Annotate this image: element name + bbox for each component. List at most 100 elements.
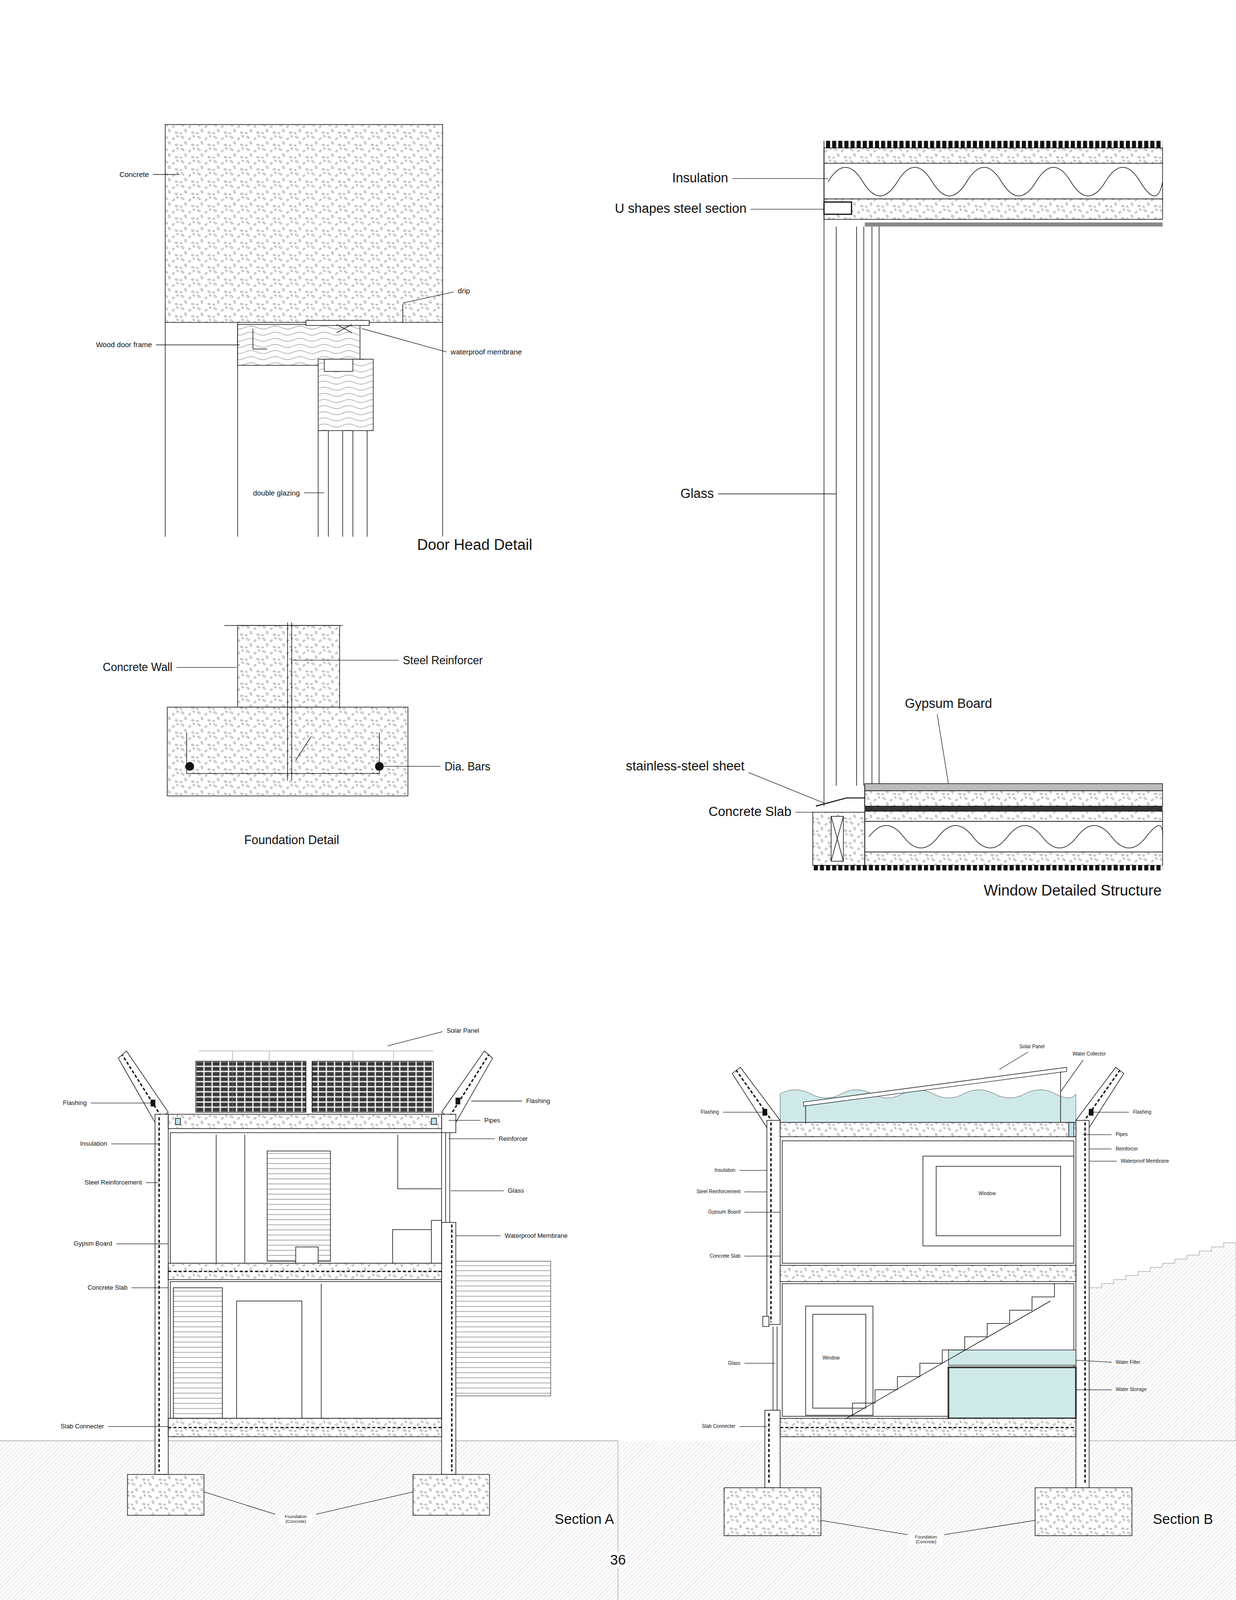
leader-lines-part bbox=[821, 1520, 908, 1535]
part-label: Dia. Bars bbox=[443, 759, 492, 773]
door-head-drawing-part bbox=[324, 359, 353, 372]
part-label: Water Collector bbox=[1071, 1050, 1108, 1057]
part-label: Gypsum Board bbox=[707, 1209, 742, 1216]
window-detail-drawing bbox=[812, 140, 1163, 871]
part-label: Flashing bbox=[525, 1096, 552, 1105]
section-b-drawing-part bbox=[780, 1265, 1077, 1282]
part-label: Flashing bbox=[62, 1099, 88, 1107]
section-a-drawing-part bbox=[320, 1283, 322, 1419]
drawing-title: 36 bbox=[609, 1551, 627, 1568]
leader-lines-part bbox=[156, 344, 240, 346]
leader-lines-part bbox=[1082, 1134, 1112, 1135]
leader-lines-part bbox=[362, 328, 447, 352]
part-label: waterproof membrane bbox=[449, 347, 523, 356]
part-label: Steel Reinforcement bbox=[83, 1178, 143, 1187]
part-label: Concrete Slab bbox=[708, 1252, 742, 1259]
foundation-drawing bbox=[167, 622, 409, 796]
leader-lines-part bbox=[303, 492, 325, 493]
door-head-drawing-part bbox=[165, 124, 443, 323]
window-detail-drawing-part bbox=[869, 825, 1163, 848]
section-b-drawing-part bbox=[1082, 1070, 1120, 1123]
section-b-drawing-part bbox=[1084, 1122, 1086, 1485]
section-a-drawing-part bbox=[118, 1050, 169, 1123]
section-a-drawing-part bbox=[198, 1050, 434, 1051]
part-label: Gypsum Board bbox=[903, 696, 994, 712]
door-head-drawing-part bbox=[366, 430, 368, 537]
part-label: Glass bbox=[507, 1187, 525, 1195]
part-label: Solar Panel bbox=[1018, 1044, 1046, 1050]
door-head-drawing-part bbox=[317, 430, 319, 537]
part-label: Glass bbox=[679, 486, 715, 502]
ground-hatch bbox=[618, 1440, 1236, 1600]
foundation-drawing-part bbox=[185, 761, 194, 771]
leader-lines-part bbox=[145, 1182, 159, 1183]
drawing-title: Window Detailed Structure bbox=[982, 881, 1163, 900]
section-b-drawing-part bbox=[736, 1070, 774, 1123]
leader-lines-part bbox=[744, 1362, 776, 1363]
door-head-drawing-part bbox=[328, 430, 329, 537]
section-a-drawing-part bbox=[168, 1262, 442, 1280]
foundation-drawing-part bbox=[375, 761, 384, 771]
part-label: double glazing bbox=[252, 488, 302, 497]
section-a-drawing-part bbox=[150, 1099, 155, 1107]
leader-lines-part bbox=[744, 1255, 781, 1256]
section-b-drawing-part bbox=[948, 1366, 1077, 1418]
section-b-drawing-part bbox=[768, 1412, 770, 1485]
section-a-drawing-part bbox=[441, 1113, 456, 1133]
leader-lines-part bbox=[90, 1102, 151, 1104]
leader-lines-part bbox=[387, 1031, 444, 1046]
section-a-drawing-part bbox=[168, 1113, 442, 1128]
leader-lines-part bbox=[750, 208, 824, 210]
window-detail-drawing-part bbox=[824, 147, 1163, 164]
section-b-drawing-part bbox=[846, 1300, 1051, 1418]
part-label: drip bbox=[457, 286, 472, 295]
leader-lines-part bbox=[402, 291, 454, 303]
leader-lines-part bbox=[1089, 1160, 1117, 1161]
door-head-drawing-part bbox=[442, 322, 443, 537]
section-a-drawing-part bbox=[267, 1150, 331, 1261]
section-b-drawing-part bbox=[766, 1120, 780, 1325]
leader-lines-part bbox=[383, 765, 441, 767]
leader-lines-part bbox=[110, 1143, 159, 1144]
drawing-title: Section A bbox=[553, 1510, 616, 1527]
section-a-drawing-part bbox=[441, 1050, 493, 1123]
section-b-drawing-part bbox=[776, 1326, 778, 1411]
sheet-divider bbox=[618, 1440, 619, 1600]
section-a-drawing-part bbox=[168, 1426, 442, 1428]
window-detail-drawing-part bbox=[824, 163, 1163, 200]
part-label: Slab Connecter bbox=[700, 1423, 737, 1429]
leader-lines bbox=[90, 174, 1129, 1535]
foundation-drawing-part bbox=[287, 622, 288, 781]
window-detail-drawing-part bbox=[815, 797, 865, 807]
section-a-drawing-part bbox=[295, 1246, 318, 1264]
door-head-drawing-part bbox=[336, 324, 352, 333]
window-detail-drawing-part bbox=[824, 198, 1163, 220]
section-b-drawing-part bbox=[772, 1326, 774, 1411]
section-a-drawing-part bbox=[441, 1221, 456, 1474]
door-head-drawing-part bbox=[402, 303, 403, 323]
section-b-drawing-part bbox=[782, 1140, 1075, 1264]
ground-hatch bbox=[0, 1440, 618, 1600]
leader-lines-part bbox=[1076, 1359, 1112, 1362]
section-b-drawing-part bbox=[805, 1305, 873, 1415]
window-detail-drawing-part bbox=[836, 226, 837, 786]
leader-lines-part bbox=[739, 1426, 767, 1427]
window-detail-drawing-part bbox=[878, 226, 880, 786]
foundation-drawing-part bbox=[295, 736, 312, 761]
section-a-drawing-part bbox=[393, 1050, 395, 1112]
section-b-drawing-part bbox=[935, 1166, 1061, 1236]
section-a-drawing-part bbox=[431, 1118, 437, 1125]
part-label: Window bbox=[977, 1190, 998, 1197]
section-b-drawing-part bbox=[780, 1417, 1077, 1437]
section-a-drawing-part bbox=[352, 1050, 353, 1112]
leader-lines-part bbox=[176, 666, 237, 668]
window-detail-drawing-part bbox=[864, 222, 1163, 227]
leader-lines-part bbox=[116, 1243, 169, 1244]
window-detail-drawing-part bbox=[871, 226, 872, 786]
section-b-drawing-part bbox=[922, 1156, 1074, 1246]
section-a-drawing-part bbox=[215, 1134, 217, 1263]
part-label: Pipes bbox=[483, 1116, 502, 1124]
part-label: Water Storage bbox=[1114, 1386, 1148, 1393]
ground-line bbox=[0, 1440, 618, 1441]
